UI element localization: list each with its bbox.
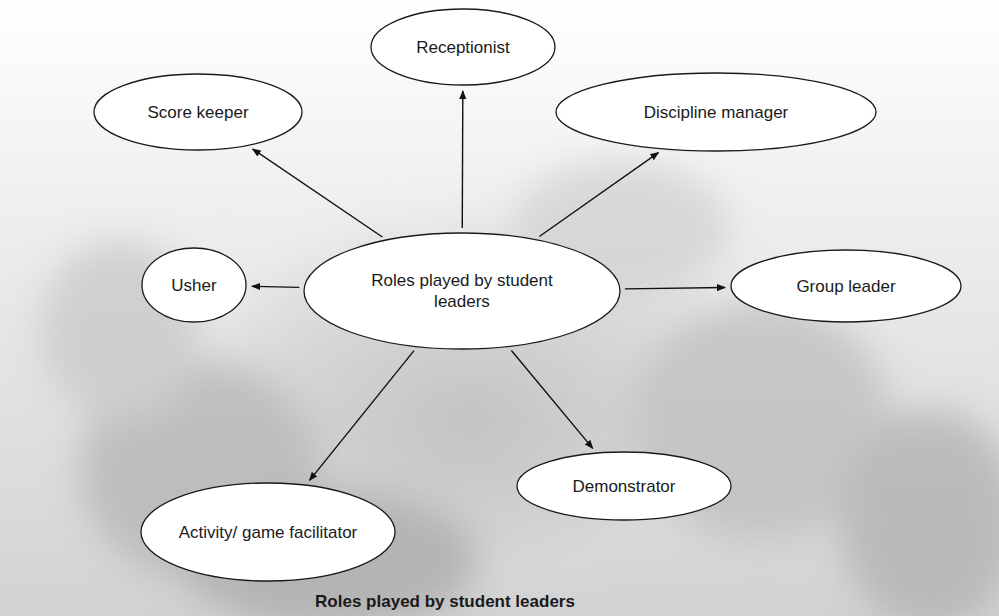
role-ellipse: Group leader bbox=[730, 249, 962, 323]
role-ellipse: Receptionist bbox=[370, 8, 556, 86]
figure-caption: Roles played by student leaders bbox=[315, 592, 575, 612]
role-label: Roles played by student leaders bbox=[367, 270, 557, 312]
role-label: Group leader bbox=[796, 276, 895, 297]
connector-arrow bbox=[253, 149, 383, 237]
connector-arrow bbox=[462, 91, 464, 228]
connector-arrow bbox=[511, 350, 592, 448]
node-text-holder: Activity/ game facilitator bbox=[179, 522, 358, 543]
ellipse-shape bbox=[731, 250, 961, 322]
role-ellipse: Discipline manager bbox=[555, 72, 877, 152]
connector-arrow bbox=[310, 351, 414, 481]
role-ellipse: Score keeper bbox=[93, 73, 303, 151]
node-text-holder: Demonstrator bbox=[573, 476, 676, 497]
ellipse-shape bbox=[142, 248, 246, 322]
role-ellipse: Demonstrator bbox=[516, 451, 732, 521]
role-ellipse: Activity/ game facilitator bbox=[140, 482, 396, 582]
connector-arrow bbox=[252, 286, 299, 287]
node-text-holder: Usher bbox=[171, 275, 216, 296]
ellipse-shape bbox=[517, 452, 731, 520]
role-label: Usher bbox=[171, 275, 216, 296]
role-ellipse: Roles played by student leaders bbox=[303, 232, 621, 350]
role-label: Activity/ game facilitator bbox=[179, 522, 358, 543]
role-label: Receptionist bbox=[416, 37, 510, 58]
ellipse-shape bbox=[94, 74, 302, 150]
connector-arrow bbox=[625, 288, 725, 289]
node-text-holder: Receptionist bbox=[416, 37, 510, 58]
connector-arrow bbox=[539, 153, 658, 237]
ellipse-shape bbox=[371, 9, 555, 85]
node-text-holder: Discipline manager bbox=[644, 102, 789, 123]
role-label: Score keeper bbox=[147, 102, 248, 123]
role-label: Discipline manager bbox=[644, 102, 789, 123]
node-text-holder: Roles played by student leaders bbox=[367, 270, 557, 312]
ellipse-shape bbox=[141, 483, 395, 581]
photo-figures bbox=[40, 160, 999, 616]
node-text-holder: Group leader bbox=[796, 276, 895, 297]
node-text-holder: Score keeper bbox=[147, 102, 248, 123]
role-label: Demonstrator bbox=[573, 476, 676, 497]
ellipse-outline bbox=[303, 232, 621, 350]
role-ellipse: Usher bbox=[141, 247, 247, 323]
ellipse-shape bbox=[556, 73, 876, 151]
ellipse-shape bbox=[304, 233, 620, 349]
